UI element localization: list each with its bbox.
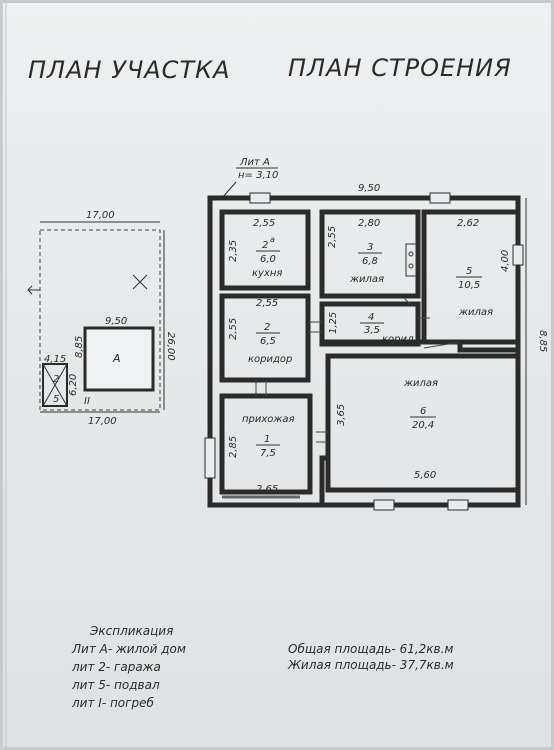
kitchen-area: 6,0	[260, 254, 276, 265]
explication-item: лит 5- подвал	[71, 678, 160, 692]
room-3-name: жилая	[349, 274, 384, 285]
room-6-area: 20,4	[412, 420, 434, 431]
wall-room-3	[319, 209, 421, 299]
kitchen-width: 2,55	[253, 218, 275, 229]
site-shed-2: 2	[53, 374, 59, 385]
wall-room-4	[319, 301, 421, 347]
room-5-width: 2,62	[457, 218, 479, 229]
room-3-num: 3	[367, 242, 373, 253]
room-3-side: 2,55	[327, 226, 338, 248]
explication: Экспликация Лит А- жилой дом лит 2- гара…	[71, 624, 186, 710]
kitchen-side: 2,35	[228, 240, 239, 262]
site-plan-title: ПЛАН УЧАСТКА	[28, 56, 231, 84]
plot-boundary	[39, 229, 161, 411]
site-house-width: 9,50	[105, 316, 127, 327]
outer-wall-frame	[207, 195, 521, 508]
site-bottom-width: 17,00	[88, 416, 117, 427]
hallway-width: 2,65	[256, 484, 278, 495]
lit-leader-line	[221, 181, 237, 199]
site-shed-5: 5	[53, 394, 59, 405]
wall-corridor	[219, 293, 311, 383]
hallway-area: 7,5	[260, 448, 276, 459]
room-6-num: 6	[420, 406, 426, 417]
room-5-num: 5	[466, 266, 472, 277]
site-shed-rect	[42, 363, 68, 407]
explication-item: лит I- погреб	[71, 696, 154, 710]
kitchen-num-sup: а	[270, 235, 275, 244]
room-4-side: 1,25	[328, 312, 339, 334]
site-d-620: 6,20	[68, 374, 79, 396]
stove-icon	[405, 243, 417, 277]
corridor-name: коридор	[248, 354, 292, 365]
room-5-name: жилая	[458, 307, 493, 318]
site-plan: 17,00 17,00 26,00 9,50 А 8,85 2 5 4,15 6…	[27, 210, 176, 427]
corridor-width: 2,55	[256, 298, 278, 309]
room-5-side: 4,00	[500, 250, 511, 272]
site-shed-diag-2	[42, 363, 68, 407]
door-marks	[222, 297, 461, 499]
area-totals: Общая площадь- 61,2кв.м Жилая площадь- 3…	[287, 642, 454, 672]
site-mark-II: II	[84, 396, 90, 407]
overall-width: 9,50	[358, 183, 380, 194]
room-3-area: 6,8	[362, 256, 378, 267]
overall-length: 8,85	[537, 330, 548, 352]
explication-item: лит 2- гаража	[71, 660, 161, 674]
site-house-rect	[83, 326, 155, 392]
building-plan-title: ПЛАН СТРОЕНИЯ	[288, 54, 512, 82]
explication-title: Экспликация	[89, 624, 173, 638]
room-4-num: 4	[368, 312, 374, 323]
hallway-name: прихожая	[242, 414, 295, 425]
wall-room-6	[325, 353, 521, 493]
kitchen-num: 2	[262, 240, 268, 251]
room-6-side: 3,65	[336, 404, 347, 426]
site-arrow-head	[27, 285, 33, 295]
corridor-area: 6,5	[260, 336, 276, 347]
kitchen-name: кухня	[252, 268, 282, 279]
room-6-name: жилая	[403, 378, 438, 389]
site-house-label: А	[112, 352, 121, 365]
outer-walls	[207, 195, 521, 508]
wall-hallway	[219, 393, 313, 495]
room-4-area: 3,5	[364, 325, 380, 336]
site-d-415: 4,15	[44, 354, 66, 365]
site-depth: 26,00	[165, 332, 176, 361]
site-marker-icon	[132, 274, 148, 290]
building-lit-label: Лит А	[239, 157, 270, 168]
total-area: Общая площадь- 61,2кв.м	[288, 642, 453, 656]
explication-item: Лит А- жилой дом	[71, 642, 186, 656]
corridor-num: 2	[264, 322, 270, 333]
corridor-side: 2,55	[228, 318, 239, 340]
building-height-label: н= 3,10	[238, 170, 278, 181]
hallway-num: 1	[264, 434, 270, 445]
building-plan: Лит А н= 3,10 9,50 8,85	[204, 157, 548, 511]
wall-kitchen	[219, 209, 311, 291]
room-4-name: корид.	[382, 334, 417, 345]
site-house-depth: 8,85	[74, 336, 85, 358]
room-6-width: 5,60	[414, 470, 436, 481]
site-top-width: 17,00	[86, 210, 115, 221]
living-area: Жилая площадь- 37,7кв.м	[287, 658, 454, 672]
hallway-side: 2,85	[228, 436, 239, 458]
room-5-area: 10,5	[458, 280, 480, 291]
wall-room-5	[421, 209, 521, 345]
room-3-width: 2,80	[358, 218, 380, 229]
window-marks	[204, 192, 524, 511]
